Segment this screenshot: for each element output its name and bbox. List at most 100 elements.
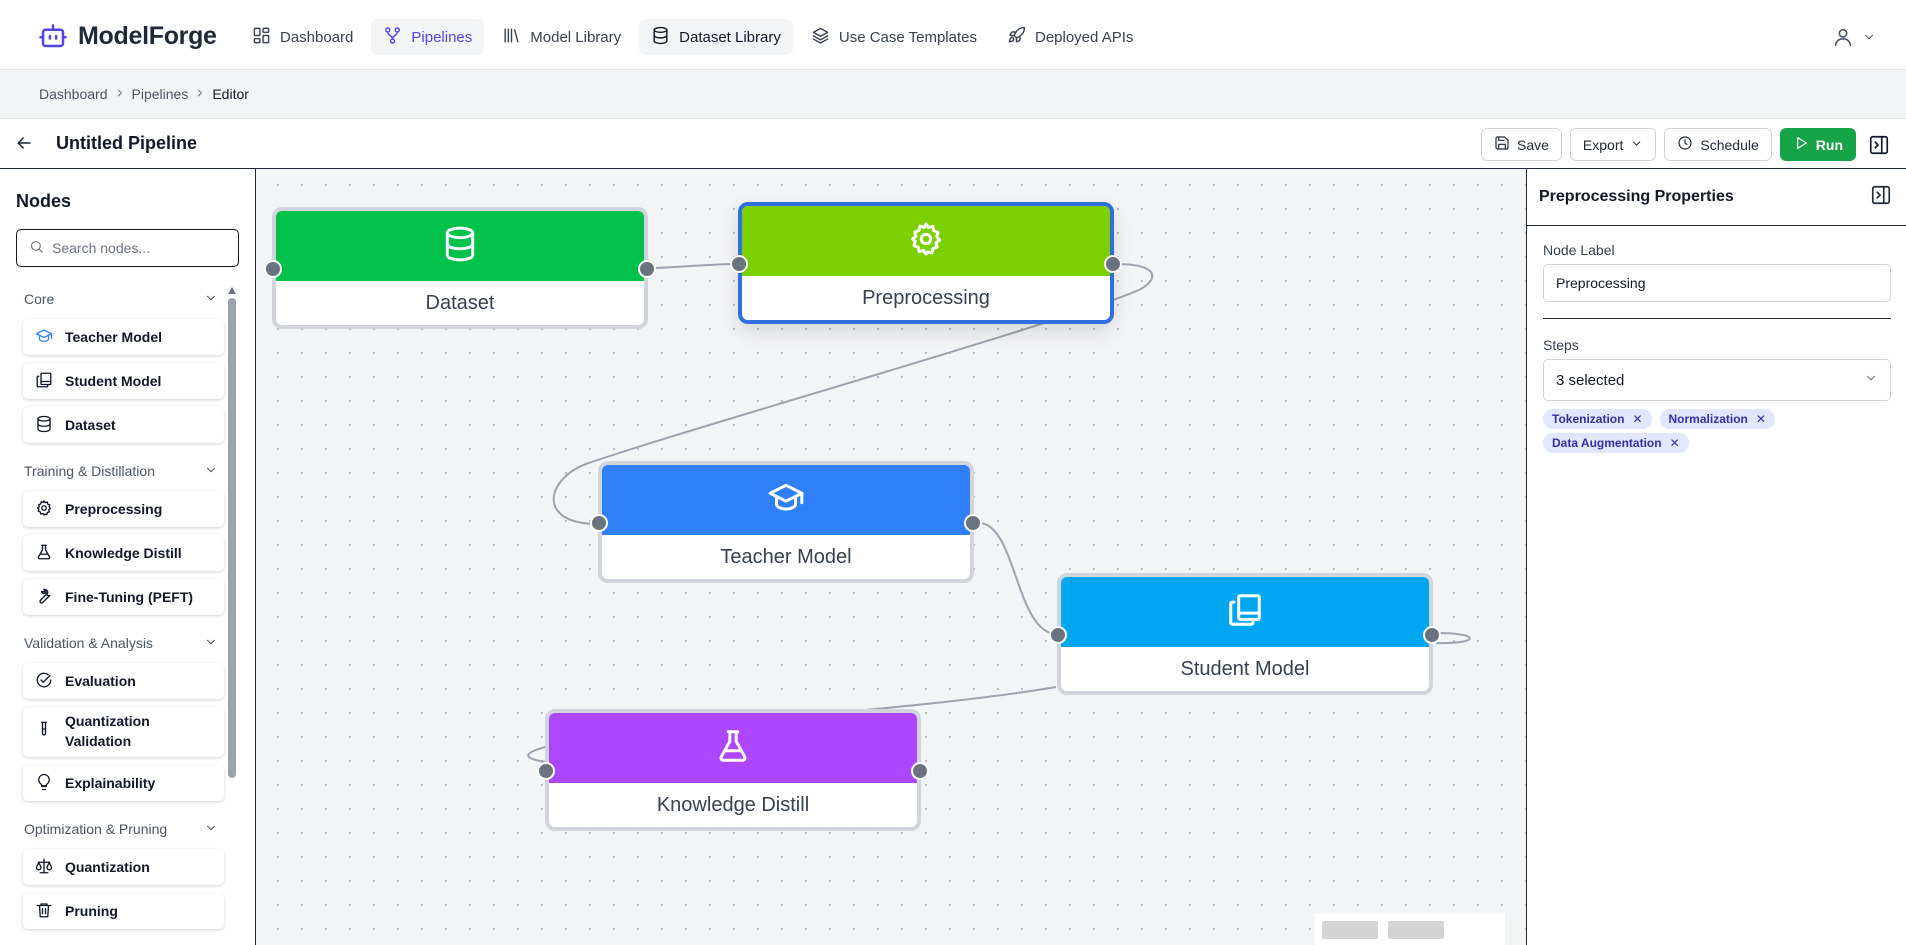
category-validation-analysis[interactable]: Validation & Analysis [0,623,228,663]
nav-item-pipelines[interactable]: Pipelines [371,19,485,55]
palette-item-quantization[interactable]: Quantization [23,849,224,885]
category-training-distillation[interactable]: Training & Distillation [0,451,228,491]
flow-node-knowledge-distill[interactable]: Knowledge Distill [537,709,929,831]
book-copy-icon [1226,591,1264,634]
nav-item-use-case-templates[interactable]: Use Case Templates [799,19,989,55]
scroll-up-arrow-icon[interactable] [228,287,236,294]
save-button[interactable]: Save [1481,128,1562,161]
trash-icon [35,901,53,922]
gear-icon [35,499,53,520]
category-optimization-pruning[interactable]: Optimization & Pruning [0,809,228,849]
properties-panel: Preprocessing Properties Node Label Step… [1526,169,1906,945]
tag-label: Data Augmentation [1552,436,1662,450]
properties-title: Preprocessing Properties [1539,188,1734,205]
test-tube-icon [35,720,53,744]
nav-item-deployed-apis[interactable]: Deployed APIs [995,19,1145,55]
control-button[interactable] [1388,921,1444,939]
palette-item-quantization-validation[interactable]: Quantization Validation [23,707,224,757]
flow-node-teacher-model[interactable]: Teacher Model [590,461,982,583]
clock-icon [1677,135,1693,154]
output-handle[interactable] [1104,255,1122,273]
remove-tag-icon[interactable]: ✕ [1632,412,1643,426]
steps-summary: 3 selected [1556,371,1625,389]
search-input[interactable]: Search nodes... [16,229,239,267]
canvas-controls[interactable] [1315,913,1505,945]
properties-header: Preprocessing Properties [1527,169,1906,226]
nav-item-dashboard[interactable]: Dashboard [240,19,365,55]
input-handle[interactable] [730,255,748,273]
chevron-down-icon [204,291,218,308]
input-handle[interactable] [590,514,608,532]
list-item-label: Fine-Tuning (PEFT) [65,589,194,605]
nav-item-label: Dashboard [280,28,354,46]
play-icon [1793,135,1809,154]
save-icon [1494,135,1510,154]
nav-item-dataset-library[interactable]: Dataset Library [639,19,793,55]
app-logo[interactable]: ModelForge [38,21,217,51]
palette-item-teacher-model[interactable]: Teacher Model [23,319,224,355]
chevron-down-icon [1864,371,1878,389]
category-label: Validation & Analysis [24,635,153,651]
node-label-input[interactable] [1543,264,1891,302]
user-menu[interactable] [1832,26,1876,53]
input-handle[interactable] [537,762,555,780]
palette-item-preprocessing[interactable]: Preprocessing [23,491,224,527]
category-label: Training & Distillation [24,463,155,479]
search-icon [29,239,44,257]
palette-item-pruning[interactable]: Pruning [23,893,224,929]
palette-item-explainability[interactable]: Explainability [23,765,224,801]
top-navigation: ModelForge Dashboard Pipelines Model Lib… [0,4,1906,70]
steps-select[interactable]: 3 selected [1543,359,1891,401]
node-header [602,465,970,535]
editor-toolbar: Untitled Pipeline Save Export Schedule R… [0,119,1906,169]
main-nav: Dashboard Pipelines Model Library Datase… [240,19,1145,55]
database-icon [441,225,479,268]
schedule-button[interactable]: Schedule [1664,128,1772,161]
nav-item-model-library[interactable]: Model Library [490,19,633,55]
run-label: Run [1815,136,1843,153]
back-arrow-icon[interactable] [14,133,34,158]
palette-item-evaluation[interactable]: Evaluation [23,663,224,699]
flow-node-student-model[interactable]: Student Model [1049,573,1441,695]
category-core[interactable]: Core [0,279,228,319]
pipelines-icon [383,26,402,49]
output-handle[interactable] [964,514,982,532]
run-button[interactable]: Run [1779,128,1856,161]
breadcrumb-editor: Editor [212,86,249,102]
toggle-panel-icon[interactable] [1864,128,1894,161]
pipeline-canvas[interactable]: Dataset Preprocessing Teacher Model Stud… [256,169,1526,945]
collapse-panel-icon[interactable] [1870,184,1892,211]
properties-body: Node Label Steps 3 selected Tokenization… [1527,226,1906,453]
palette-item-fine-tuning[interactable]: Fine-Tuning (PEFT) [23,579,224,615]
search-placeholder: Search nodes... [52,240,151,256]
export-button[interactable]: Export [1569,128,1657,161]
steps-label: Steps [1543,337,1579,353]
edge-teacher-student [978,522,1058,635]
list-item-label: Student Model [65,373,162,389]
save-label: Save [1517,136,1549,153]
sidebar-scrollbar[interactable] [228,287,236,939]
user-icon [1832,26,1854,53]
chevron-down-icon [204,821,218,838]
output-handle[interactable] [911,762,929,780]
breadcrumb-dashboard[interactable]: Dashboard [39,86,108,102]
flow-node-preprocessing[interactable]: Preprocessing [730,202,1122,324]
palette-item-knowledge-distill[interactable]: Knowledge Distill [23,535,224,571]
output-handle[interactable] [1423,626,1441,644]
input-handle[interactable] [264,260,282,278]
remove-tag-icon[interactable]: ✕ [1755,412,1766,426]
chevron-right-icon [194,87,206,102]
nav-item-label: Deployed APIs [1034,28,1134,46]
pipeline-title[interactable]: Untitled Pipeline [56,133,198,153]
scrollbar-thumb[interactable] [228,298,236,778]
palette-item-student-model[interactable]: Student Model [23,363,224,399]
breadcrumb-pipelines[interactable]: Pipelines [131,86,189,102]
wrench-icon [35,587,53,608]
input-handle[interactable] [1049,626,1067,644]
control-button[interactable] [1322,921,1378,939]
database-icon [35,415,53,436]
remove-tag-icon[interactable]: ✕ [1669,436,1680,450]
flow-node-dataset[interactable]: Dataset [264,207,656,329]
palette-item-dataset[interactable]: Dataset [23,407,224,443]
output-handle[interactable] [638,260,656,278]
